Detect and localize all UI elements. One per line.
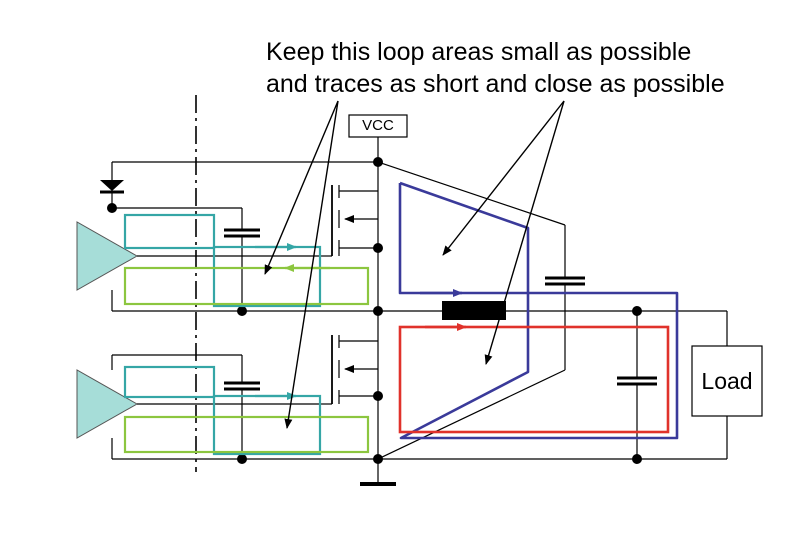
vcc-label: VCC xyxy=(362,117,394,134)
low-side-driver xyxy=(76,354,378,464)
vcc-rail xyxy=(111,136,566,278)
low-side-mosfet xyxy=(320,311,383,484)
vcc-box xyxy=(348,114,408,138)
input-capacitor xyxy=(545,276,585,286)
load-box xyxy=(691,345,763,417)
low-side-loop xyxy=(398,323,670,434)
high-side-loop xyxy=(398,181,679,440)
driver-triangle xyxy=(76,221,139,291)
annotation-arrows xyxy=(264,100,565,429)
upper-gate-loop xyxy=(123,213,322,308)
driver-triangle xyxy=(76,369,139,439)
annotation-line-1: Keep this loop areas small as possible xyxy=(266,38,692,66)
high-side-mosfet xyxy=(320,157,383,316)
lower-return-loop xyxy=(123,415,370,454)
load-label: Load xyxy=(701,368,753,394)
inductor xyxy=(442,301,506,320)
output-capacitor xyxy=(617,311,657,459)
high-side-driver xyxy=(76,207,378,316)
upper-return-loop xyxy=(123,264,370,306)
lower-gate-loop xyxy=(123,365,322,456)
annotation-line-2: and traces as short and close as possibl… xyxy=(266,70,725,98)
